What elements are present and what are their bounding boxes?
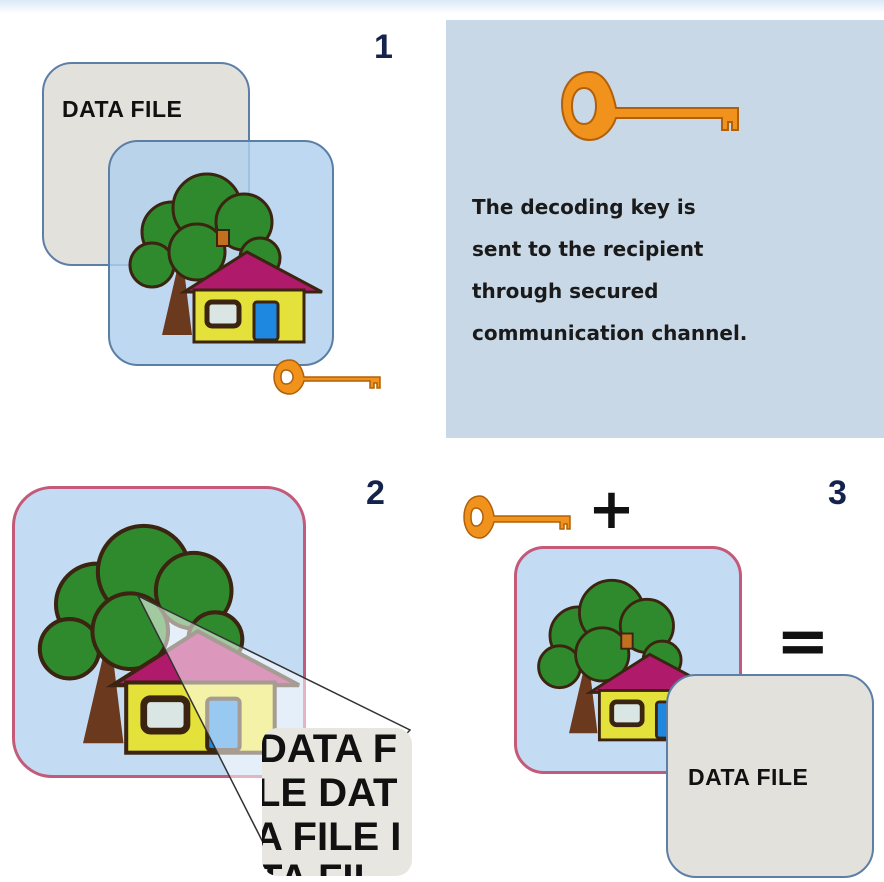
equals-sign: = — [776, 605, 830, 679]
key-icon — [463, 495, 571, 539]
data-file-card: DATA FILE — [666, 674, 874, 878]
step-number-2: 2 — [366, 474, 385, 512]
key-icon — [273, 359, 381, 395]
zoom-line-4: TA FIL — [262, 856, 378, 876]
info-panel: The decoding key is sent to the recipien… — [446, 20, 884, 438]
tree-trunk — [83, 655, 124, 744]
image-card — [108, 140, 334, 366]
house-tree-icon — [128, 172, 323, 344]
house — [178, 229, 323, 344]
tree-trunk — [569, 671, 598, 734]
tree-trunk — [162, 270, 192, 335]
zoom-line-2: LE DAT — [262, 771, 398, 815]
key-icon — [560, 70, 739, 142]
plus-sign: + — [588, 477, 635, 542]
top-gradient-band — [0, 0, 884, 14]
step-number-3: 3 — [828, 474, 847, 512]
zoom-line-3: A FILE I — [262, 815, 402, 859]
info-caption: The decoding key is sent to the recipien… — [472, 195, 748, 345]
data-file-label: DATA FILE — [688, 764, 809, 790]
tree-crown — [537, 578, 683, 690]
zoom-line-1: DATA F — [262, 728, 398, 771]
step-number-1: 1 — [374, 28, 393, 66]
data-file-label: DATA FILE — [62, 96, 183, 122]
zoomed-data-file: DATA F LE DAT A FILE I TA FIL — [262, 728, 412, 876]
tree-crown — [128, 172, 282, 289]
house-tree-icon — [37, 523, 300, 755]
